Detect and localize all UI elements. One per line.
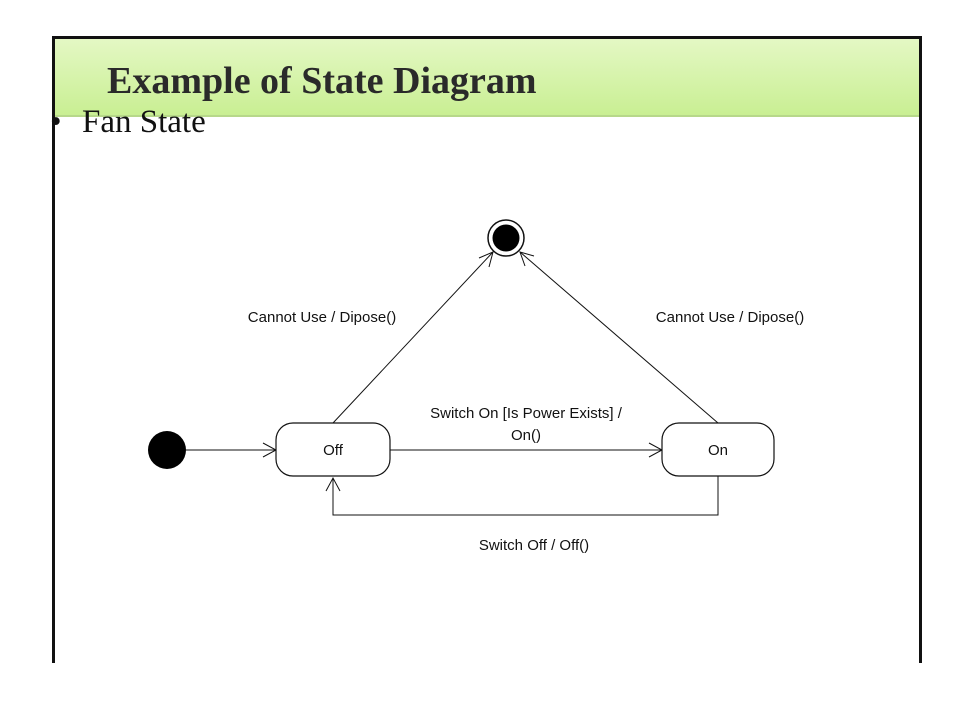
state-off: Off	[275, 422, 391, 477]
slide-header: Example of State Diagram	[55, 39, 919, 117]
label-on-to-off: Switch Off / Off()	[479, 537, 589, 554]
final-state	[487, 219, 525, 257]
transition-off-to-on	[390, 442, 664, 458]
label-on-to-final: Cannot Use / Dipose()	[656, 309, 804, 326]
label-off-to-on-line1: Switch On [Is Power Exists] /	[430, 405, 623, 422]
transition-on-to-final	[519, 251, 719, 424]
transition-initial-to-off	[186, 442, 278, 458]
state-off-label: Off	[323, 442, 344, 459]
transition-on-to-off	[325, 476, 719, 516]
initial-state	[148, 431, 186, 469]
transition-off-to-final	[332, 251, 494, 424]
bullet-dot-icon: •	[50, 104, 62, 140]
bullet-item: • Fan State	[50, 104, 206, 141]
label-off-to-on-line2: On()	[511, 427, 541, 444]
state-on-label: On	[708, 442, 728, 459]
state-on: On	[661, 422, 775, 477]
bullet-text: Fan State	[82, 104, 206, 140]
slide-title: Example of State Diagram	[107, 60, 537, 102]
label-off-to-final: Cannot Use / Dipose()	[248, 309, 396, 326]
slide: Example of State Diagram	[52, 36, 922, 663]
